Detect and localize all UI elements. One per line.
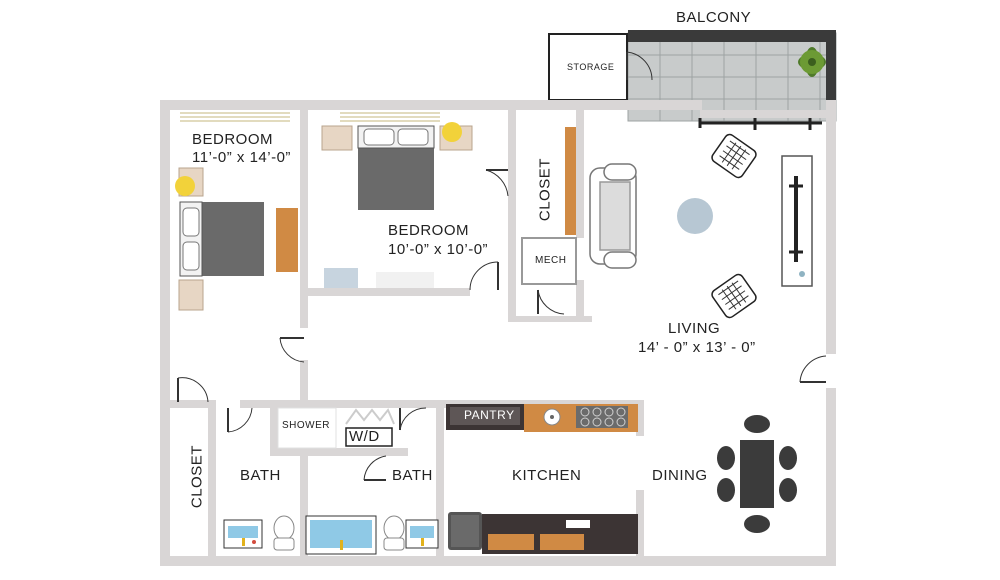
storage-label: STORAGE — [567, 62, 615, 72]
kitchen-furniture — [446, 404, 638, 554]
exterior-walls — [160, 100, 836, 566]
plant-icon — [798, 47, 826, 77]
bath-right-fixtures — [305, 515, 439, 555]
mech-label: MECH — [535, 255, 567, 266]
kitchen-label: KITCHEN — [512, 467, 582, 484]
window-blinds-icon — [340, 112, 440, 122]
rug-icon — [677, 198, 713, 234]
pantry-label: PANTRY — [464, 408, 515, 422]
living-furniture — [589, 133, 813, 319]
nightstand — [178, 279, 204, 311]
dining-label: DINING — [652, 467, 708, 484]
bedroom-left-furniture — [175, 112, 298, 311]
toilet-icon — [383, 515, 405, 551]
toilet-icon — [273, 515, 295, 551]
dining-furniture — [717, 415, 797, 533]
lamp-icon — [175, 176, 195, 196]
bath-left-fixtures — [223, 515, 295, 551]
armchair-icon — [711, 133, 757, 179]
window-blinds-icon — [180, 112, 290, 122]
dining-table — [740, 440, 774, 508]
stove-icon — [576, 406, 628, 428]
mech-room — [521, 237, 577, 285]
living-dims: 14’ - 0” x 13’ - 0” — [638, 339, 756, 356]
chair-icon — [717, 415, 797, 533]
balcony-railing — [628, 30, 836, 42]
doors — [177, 169, 827, 481]
dresser — [276, 208, 298, 272]
shower-label: SHOWER — [282, 420, 330, 431]
bench — [324, 268, 358, 288]
closet-rod — [565, 127, 576, 235]
bedroom-middle-dims: 10’-0” x 10’-0” — [388, 241, 489, 258]
bedroom-middle-furniture — [321, 112, 473, 288]
washer-dryer-icon — [345, 408, 395, 425]
bath-right-label: BATH — [392, 467, 433, 484]
closet-top-label: CLOSET — [536, 158, 554, 222]
nightstand — [321, 125, 353, 151]
tv-console — [781, 155, 813, 287]
washer-dryer-box — [345, 427, 393, 447]
shower-stall — [277, 407, 337, 449]
bath-left-label: BATH — [240, 467, 281, 484]
bedroom-middle-label: BEDROOM — [388, 222, 470, 239]
armchair-icon — [711, 273, 757, 319]
living-label: LIVING — [668, 320, 721, 337]
dresser — [376, 272, 434, 288]
lamp-icon — [442, 122, 462, 142]
sofa-icon — [589, 163, 637, 269]
balcony-label: BALCONY — [676, 9, 752, 26]
closet-left-label: CLOSET — [188, 445, 206, 509]
washer-dryer-label: W/D — [349, 428, 380, 445]
bedroom-left-label: BEDROOM — [192, 131, 274, 148]
bedroom-left-dims: 11’-0” x 14’-0” — [192, 149, 291, 166]
